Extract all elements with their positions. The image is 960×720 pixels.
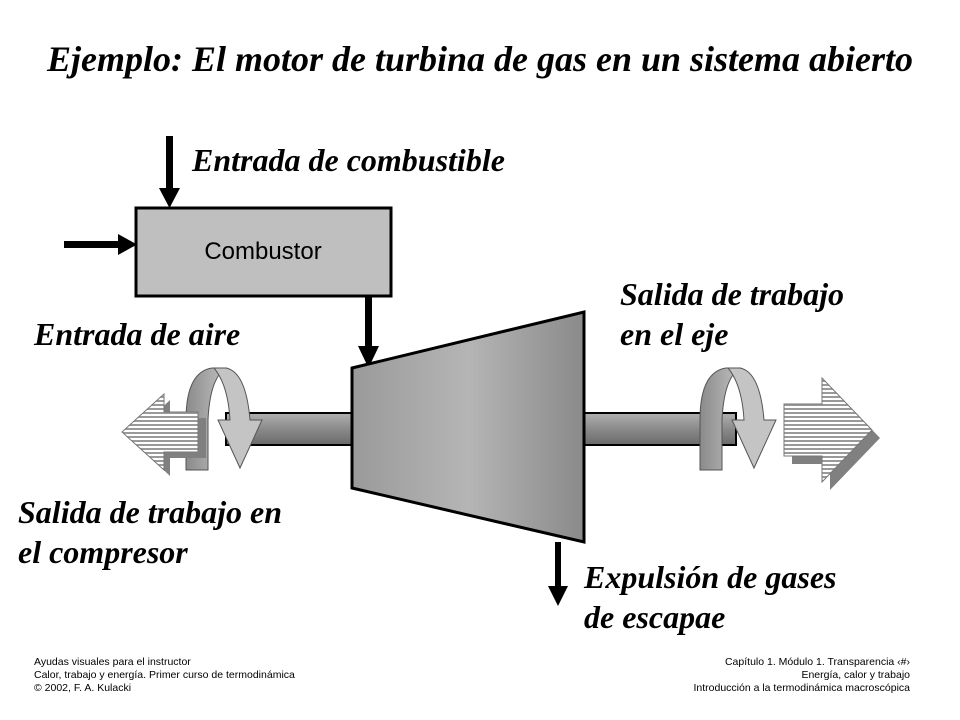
air-inlet-label: Entrada de aire bbox=[34, 316, 241, 352]
combustor-to-turbine-arrow bbox=[358, 296, 379, 368]
fuel-inlet-arrow bbox=[159, 136, 180, 208]
slide-title: Ejemplo: El motor de turbina de gas en u… bbox=[46, 39, 914, 79]
footer-right-line-3: Introducción a la termodinámica macroscó… bbox=[693, 682, 910, 694]
footer-left-line-1: Ayudas visuales para el instructor bbox=[34, 656, 191, 668]
footer-right-line-1: Capítulo 1. Módulo 1. Transparencia ‹#› bbox=[724, 656, 910, 668]
footer-left: Ayudas visuales para el instructor Calor… bbox=[34, 656, 295, 695]
shaft-work-label-line-2: en el eje bbox=[620, 316, 729, 352]
exhaust-label-line-2: de escapae bbox=[584, 599, 726, 635]
footer-left-line-2: Calor, trabajo y energía. Primer curso d… bbox=[34, 669, 295, 681]
compressor-work-label-line-1: Salida de trabajo en bbox=[18, 494, 283, 530]
compressor-work-label-line-2: el compresor bbox=[18, 534, 188, 570]
exhaust-arrow bbox=[548, 542, 568, 606]
exhaust-label: Expulsión de gases de escapae bbox=[584, 557, 836, 637]
turbine-body bbox=[350, 310, 586, 544]
air-inlet-arrow bbox=[64, 234, 137, 255]
compressor-work-label: Salida de trabajo en el compresor bbox=[18, 492, 282, 572]
fuel-inlet-label: Entrada de combustible bbox=[192, 142, 505, 178]
compressor-work-arrow-icon bbox=[121, 392, 206, 476]
footer-left-line-3: © 2002, F. A. Kulacki bbox=[34, 682, 132, 694]
exhaust-label-line-1: Expulsión de gases bbox=[584, 559, 837, 595]
footer-right: Capítulo 1. Módulo 1. Transparencia ‹#› … bbox=[693, 656, 910, 695]
combustor-label: Combustor bbox=[204, 238, 321, 265]
shaft-work-label-line-1: Salida de trabajo bbox=[620, 276, 845, 312]
shaft-work-label: Salida de trabajo en el eje bbox=[620, 274, 844, 354]
combustor-box bbox=[134, 206, 393, 298]
footer-right-line-2: Energía, calor y trabajo bbox=[801, 669, 910, 681]
shaft-rotation-icon bbox=[699, 367, 777, 471]
shaft-work-arrow-icon bbox=[783, 376, 880, 490]
